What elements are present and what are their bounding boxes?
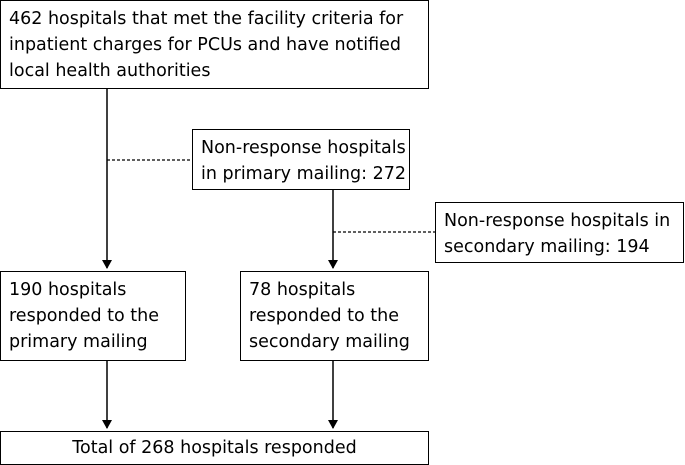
responded-primary-box: 190 hospitals responded to the primary m… [0,271,186,361]
responded-primary-line-3: primary mailing [9,332,148,352]
responded-secondary-box: 78 hospitals responded to the secondary … [240,271,429,361]
nonresponse-primary-line-2: in primary mailing: 272 [201,164,406,184]
nonresponse-secondary-line-1: Non-response hospitals in [444,211,671,231]
nonresponse-secondary-box: Non-response hospitals in secondary mail… [435,202,684,263]
responded-primary-line-2: responded to the [9,306,159,326]
nonresponse-primary-box: Non-response hospitals in primary mailin… [192,129,410,190]
total-responded-box: Total of 268 hospitals responded [0,431,429,465]
responded-primary-line-1: 190 hospitals [9,280,127,300]
responded-secondary-line-2: responded to the [249,306,399,326]
start-box-line-3: local health authorities [9,61,211,81]
start-box-line-1: 462 hospitals that met the facility crit… [9,9,404,29]
responded-secondary-line-3: secondary mailing [249,332,410,352]
nonresponse-secondary-line-2: secondary mailing: 194 [444,237,650,257]
total-responded-line: Total of 268 hospitals responded [72,438,357,458]
nonresponse-primary-line-1: Non-response hospitals [201,138,406,158]
start-box-line-2: inpatient charges for PCUs and have noti… [9,35,401,55]
start-hospitals-box: 462 hospitals that met the facility crit… [0,0,429,89]
responded-secondary-line-1: 78 hospitals [249,280,356,300]
